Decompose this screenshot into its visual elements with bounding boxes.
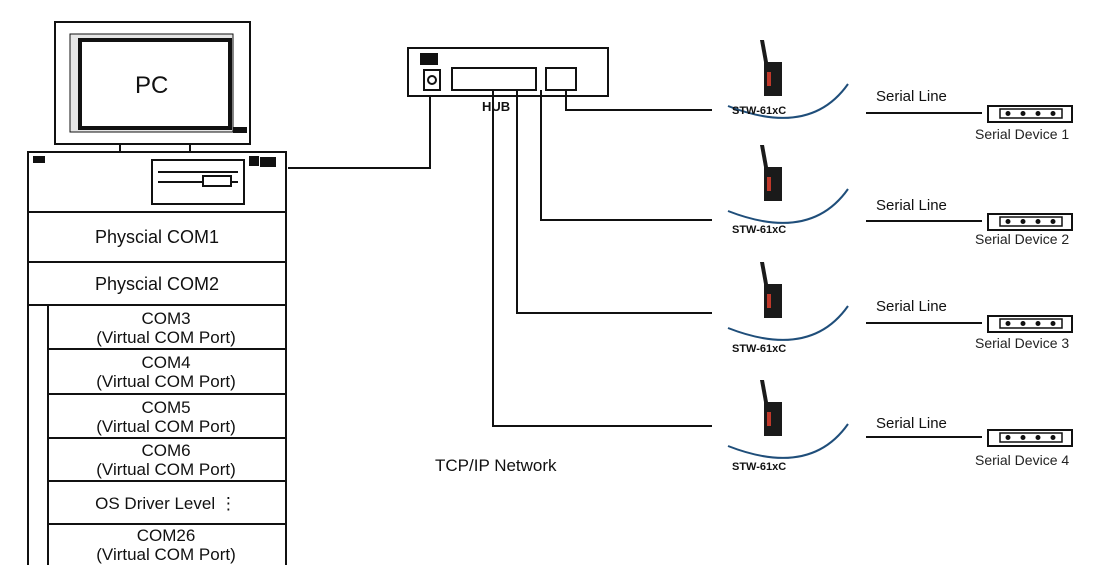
stw-device-1 xyxy=(727,40,1073,123)
device-body xyxy=(764,284,782,318)
device-model-label: STW-61xC xyxy=(732,461,787,473)
hub xyxy=(407,47,609,97)
device-led xyxy=(767,72,771,86)
device-body xyxy=(764,62,782,96)
hub-connections xyxy=(492,90,712,427)
com-port-cell: COM6(Virtual COM Port) xyxy=(48,439,284,481)
stw-device-4 xyxy=(727,380,1073,459)
com-port-cell: COM26(Virtual COM Port) xyxy=(48,525,284,565)
serial-port-strip xyxy=(999,108,1063,119)
antenna-icon xyxy=(760,145,768,167)
pc-hub-cable xyxy=(288,97,431,169)
serial-port-strip xyxy=(999,216,1063,227)
serial-pin xyxy=(1050,111,1056,116)
serial-port-strip xyxy=(999,318,1063,329)
serial-pin xyxy=(1020,219,1026,224)
com-port-type: (Virtual COM Port) xyxy=(96,327,236,347)
serial-line-label: Serial Line xyxy=(876,197,947,214)
antenna-icon xyxy=(760,380,768,402)
serial-pin xyxy=(1035,219,1041,224)
pc-label: PC xyxy=(135,72,169,99)
devices-layer xyxy=(727,40,1073,459)
pc-tower xyxy=(27,151,287,213)
serial-pin xyxy=(1035,111,1041,116)
serial-pin xyxy=(1035,321,1041,326)
com-table xyxy=(27,212,287,565)
com-port-name: COM26 xyxy=(136,526,196,545)
device-led xyxy=(767,294,771,308)
serial-pin xyxy=(1005,219,1011,224)
serial-pin xyxy=(1005,321,1011,326)
com-port-name: COM4 xyxy=(141,353,191,372)
serial-pin xyxy=(1005,111,1011,116)
com-port-cell: Physcial COM1 xyxy=(28,213,286,262)
device-led xyxy=(767,177,771,191)
com-port-cell: COM3(Virtual COM Port) xyxy=(48,306,284,349)
wireless-arc xyxy=(727,305,849,341)
serial-device-label: Serial Device 1 xyxy=(975,126,1070,142)
device-body xyxy=(764,167,782,201)
com-port-name: COM3 xyxy=(141,308,191,328)
wireless-arc xyxy=(727,423,849,459)
serial-pin xyxy=(1035,435,1041,440)
serial-pin xyxy=(1020,111,1026,116)
com-port-cell: Physcial COM2 xyxy=(28,263,286,305)
serial-pin xyxy=(1050,321,1056,326)
wireless-arc xyxy=(727,188,849,224)
com-port-name: COM6 xyxy=(141,441,191,460)
serial-device-label: Serial Device 2 xyxy=(975,231,1070,247)
com-port-name: Physcial COM2 xyxy=(94,273,220,294)
hub-label: HUB xyxy=(482,99,511,114)
device-body xyxy=(764,402,782,436)
com-port-type: (Virtual COM Port) xyxy=(96,372,236,391)
device-model-label: STW-61xC xyxy=(732,105,787,117)
serial-port-strip xyxy=(999,432,1063,443)
serial-line-label: Serial Line xyxy=(876,298,947,315)
serial-lines xyxy=(866,112,982,438)
network-label: TCP/IP Network xyxy=(435,456,557,475)
serial-pin xyxy=(1050,435,1056,440)
serial-pin xyxy=(1020,435,1026,440)
serial-pin xyxy=(1020,321,1026,326)
com-port-cell: OS Driver Level ⋮ xyxy=(48,482,284,524)
com-port-type: (Virtual COM Port) xyxy=(96,545,236,564)
com-port-type: (Virtual COM Port) xyxy=(96,416,236,436)
serial-device-label: Serial Device 3 xyxy=(975,335,1070,351)
device-model-label: STW-61xC xyxy=(732,224,787,236)
serial-line-label: Serial Line xyxy=(876,415,947,432)
com-port-name: COM5 xyxy=(141,397,191,417)
serial-pin xyxy=(1005,435,1011,440)
antenna-icon xyxy=(760,40,768,62)
serial-line-label: Serial Line xyxy=(876,88,947,105)
stw-device-2 xyxy=(727,145,1073,231)
serial-device-label: Serial Device 4 xyxy=(975,452,1070,468)
com-port-name: Physcial COM1 xyxy=(94,227,220,247)
monitor xyxy=(54,21,251,153)
com-port-cell: COM5(Virtual COM Port) xyxy=(48,395,284,438)
wireless-arc xyxy=(727,83,849,119)
device-model-label: STW-61xC xyxy=(732,343,787,355)
serial-pin xyxy=(1050,219,1056,224)
device-led xyxy=(767,412,771,426)
stw-device-3 xyxy=(727,262,1073,341)
com-port-cell: COM4(Virtual COM Port) xyxy=(48,350,284,394)
antenna-icon xyxy=(760,262,768,284)
com-port-name: OS Driver Level ⋮ xyxy=(95,493,237,513)
com-port-type: (Virtual COM Port) xyxy=(96,460,236,479)
